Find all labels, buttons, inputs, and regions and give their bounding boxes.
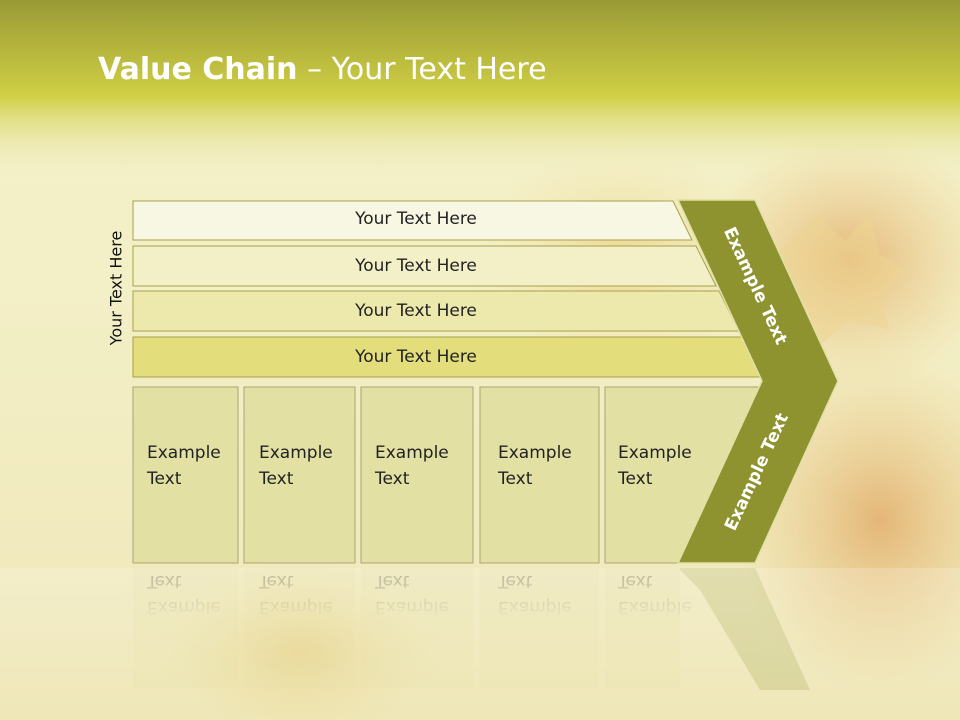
cell-1-line1: Example — [147, 443, 221, 463]
cell-5-line2: Text — [618, 469, 653, 489]
cell-2-line1: Example — [259, 443, 333, 463]
cell-4-line2: Text — [498, 469, 533, 489]
cell-3-line1: Example — [375, 443, 449, 463]
cell-5-text: Example Text — [618, 440, 692, 492]
reflection-fade — [0, 568, 960, 720]
cells-group — [132, 386, 763, 564]
cell-5-line1: Example — [618, 443, 692, 463]
bar-1-text: Your Text Here — [355, 209, 477, 229]
cell-1-line2: Text — [147, 469, 182, 489]
side-label: Your Text Here — [106, 230, 126, 346]
bar-4-text: Your Text Here — [355, 347, 477, 367]
cell-3-line2: Text — [375, 469, 410, 489]
cell-2-shape — [243, 386, 356, 564]
bar-2-text: Your Text Here — [355, 256, 477, 276]
cell-4-text: Example Text — [498, 440, 572, 492]
bar-3-text: Your Text Here — [355, 301, 477, 321]
slide-title: Value Chain – Your Text Here — [98, 52, 547, 87]
cell-3-shape — [360, 386, 474, 564]
cell-3-text: Example Text — [375, 440, 449, 492]
bar-2-shape — [132, 245, 717, 287]
cell-2-text: Example Text — [259, 440, 333, 492]
slide-title-bold: Value Chain — [98, 52, 298, 87]
cell-2-line2: Text — [259, 469, 294, 489]
cell-4-line1: Example — [498, 443, 572, 463]
slide-title-rest: – Your Text Here — [297, 52, 547, 87]
chevron-shape — [676, 199, 839, 564]
maple-leaf-shape — [775, 215, 905, 345]
title-band — [0, 0, 960, 175]
bars-group — [132, 200, 765, 378]
bar-1-shape — [132, 200, 693, 241]
cell-4-shape — [479, 386, 600, 564]
cell-1-text: Example Text — [147, 440, 221, 492]
cell-1-shape — [132, 386, 239, 564]
